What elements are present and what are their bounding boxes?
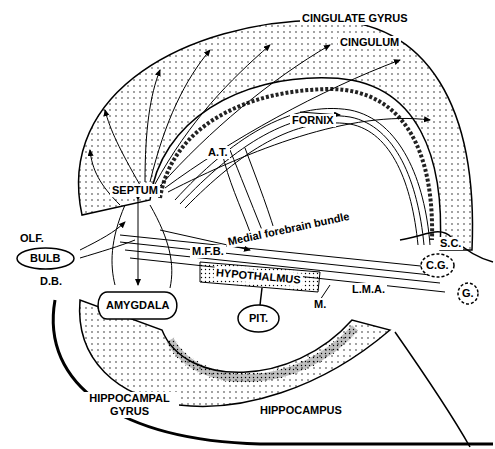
illustration-stroke: [130, 258, 445, 292]
outline-path: [421, 254, 454, 277]
illustration-stroke: [170, 328, 355, 378]
region-outline: AMYGDALA: [94, 291, 182, 320]
illustration-stroke: [230, 150, 262, 230]
outline-path: [458, 283, 478, 304]
structure-label: D.B.: [38, 275, 64, 288]
structure-label: S.C.: [438, 237, 463, 250]
illustration-stroke: [222, 152, 250, 232]
illustration-stroke: [170, 328, 355, 378]
structure-heading: OLF.: [20, 232, 44, 245]
structure-label: A.T.: [206, 146, 230, 159]
illustration-stroke: [150, 205, 172, 288]
outline-path: [238, 305, 279, 332]
structure-label: M.: [312, 298, 328, 311]
illustration-stroke: [160, 89, 432, 240]
brainstem-outline: [53, 232, 493, 447]
outline-path: [17, 248, 74, 269]
region-name: G.: [462, 287, 474, 300]
illustration-stroke: [120, 235, 440, 268]
region-outline: OLF.BULB: [16, 247, 75, 270]
hypothalamus-region: [200, 262, 320, 292]
illustration-stroke: [145, 70, 160, 182]
region-outline: G.: [457, 282, 479, 305]
structure-label: SEPTUM: [110, 184, 160, 197]
structure-label: HIPPOCAMPAL GYRUS: [80, 392, 179, 418]
illustration-stroke: [245, 148, 275, 232]
illustration-stroke: [105, 110, 140, 185]
septal-fibres: [90, 45, 430, 205]
illustration-stroke: [53, 300, 493, 444]
region-outline: C.G.: [420, 253, 455, 278]
pituitary-stalk: [260, 288, 262, 305]
region-name: PIT.: [249, 312, 268, 325]
region-name: C.G.: [426, 259, 449, 272]
illustration-stroke: [395, 332, 470, 447]
structure-label: L.M.A.: [350, 283, 387, 296]
structure-label: CINGULUM: [338, 36, 401, 49]
structure-label: FORNIX: [290, 114, 336, 127]
structure-label: HIPPOCAMPUS: [258, 404, 344, 417]
illustration-stroke: [168, 118, 430, 192]
illustration-stroke: [138, 200, 139, 285]
forebrain-bundle: [80, 200, 445, 300]
outline-path: [98, 292, 177, 319]
region-name: AMYGDALA: [106, 299, 170, 312]
structure-label: M.F.B.: [190, 245, 226, 258]
illustration-stroke: [165, 60, 400, 188]
structure-label: CINGULATE GYRUS: [300, 12, 410, 25]
region-name: BULB: [30, 252, 61, 265]
illustration-stroke: [112, 205, 125, 285]
region-outline: PIT.: [237, 304, 280, 333]
illustration-stroke: [150, 50, 210, 182]
